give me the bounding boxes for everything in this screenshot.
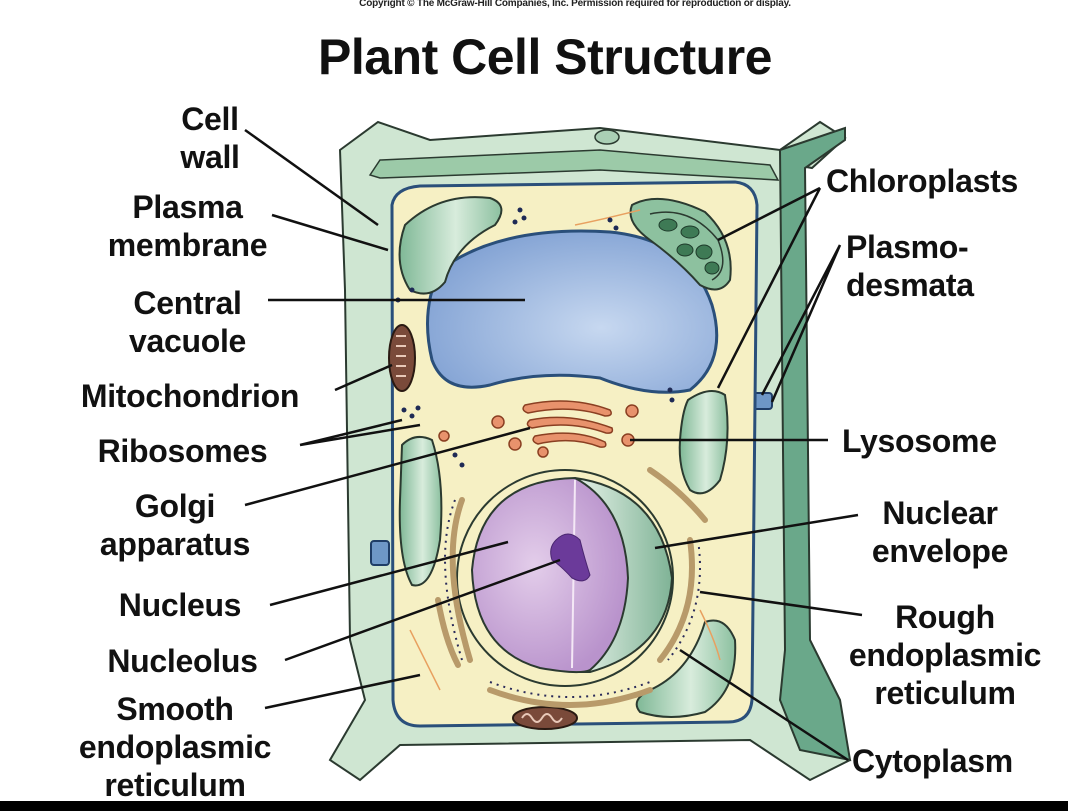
label-nuclear-envelope: Nuclear envelope	[845, 494, 1035, 570]
label-line: reticulum	[874, 675, 1016, 711]
label-line: Lysosome	[842, 423, 997, 459]
label-line: Nucleolus	[107, 643, 258, 679]
leader-ribosomes	[299, 418, 421, 447]
label-lysosome: Lysosome	[842, 422, 997, 460]
chloroplasts	[398, 196, 737, 718]
leader-mitochondrion	[334, 363, 393, 392]
leader-plasma-membrane	[271, 213, 389, 252]
diagram-title: Plant Cell Structure	[318, 29, 773, 85]
label-chloroplasts: Chloroplasts	[826, 162, 1018, 200]
label-line: Chloroplasts	[826, 163, 1018, 199]
label-cytoplasm: Cytoplasm	[852, 742, 1013, 780]
label-line: reticulum	[104, 767, 246, 803]
plasmodesma-left	[370, 540, 390, 566]
rough-er-ribosomes	[444, 499, 701, 698]
label-smooth-er: Smooth endoplasmic reticulum	[40, 690, 310, 804]
label-line: Plasma	[132, 189, 243, 225]
smooth-er	[409, 209, 721, 691]
label-nucleolus: Nucleolus	[80, 642, 285, 680]
label-line: endoplasmic	[78, 729, 272, 765]
leader-nuclear-envelope	[654, 513, 859, 550]
leader-lines	[244, 128, 863, 762]
label-ribosomes: Ribosomes	[65, 432, 300, 470]
label-line: envelope	[871, 533, 1009, 569]
leader-chloroplasts	[716, 186, 822, 389]
label-mitochondrion: Mitochondrion	[40, 377, 340, 415]
label-line: Smooth	[116, 691, 234, 727]
label-line: Golgi	[134, 488, 216, 524]
label-plasma-membrane: Plasma membrane	[80, 188, 295, 264]
label-line: Cell	[181, 101, 239, 137]
leader-smooth-er	[264, 673, 421, 710]
leader-cell-wall	[244, 128, 379, 227]
leader-nucleus	[269, 540, 509, 607]
label-line: apparatus	[99, 526, 251, 562]
label-golgi-apparatus: Golgi apparatus	[70, 487, 280, 563]
label-rough-er: Rough endoplasmic reticulum	[820, 598, 1068, 712]
label-line: desmata	[846, 267, 974, 303]
nucleus	[456, 469, 674, 687]
leader-cytoplasm	[679, 648, 849, 762]
leader-plasmodesmata	[760, 244, 842, 403]
label-line: Plasmo-	[846, 229, 969, 265]
label-line: Rough	[895, 599, 995, 635]
label-nucleus: Nucleus	[90, 586, 270, 624]
label-line: Nucleus	[118, 587, 242, 623]
leader-nucleolus	[284, 558, 561, 662]
central-vacuole	[426, 229, 719, 394]
label-central-vacuole: Central vacuole	[100, 284, 275, 360]
label-line: Central	[133, 285, 242, 321]
bottom-border	[0, 801, 1068, 811]
label-line: Ribosomes	[97, 433, 268, 469]
label-line: endoplasmic	[848, 637, 1042, 673]
rough-er	[435, 467, 708, 708]
label-line: Mitochondrion	[80, 378, 300, 414]
label-line: Nuclear	[882, 495, 998, 531]
copyright-notice: Copyright © The McGraw-Hill Companies, I…	[359, 0, 791, 9]
label-cell-wall: Cell wall	[140, 100, 280, 176]
mitochondria	[388, 324, 578, 730]
label-line: Cytoplasm	[852, 743, 1013, 779]
label-line: membrane	[107, 227, 268, 263]
leader-golgi	[244, 426, 531, 507]
label-line: wall	[180, 139, 240, 175]
label-plasmodesmata: Plasmo- desmata	[846, 228, 974, 304]
golgi-apparatus	[438, 400, 639, 458]
label-line: vacuole	[128, 323, 247, 359]
leader-rough-er	[699, 590, 863, 617]
nucleolus	[550, 533, 591, 582]
